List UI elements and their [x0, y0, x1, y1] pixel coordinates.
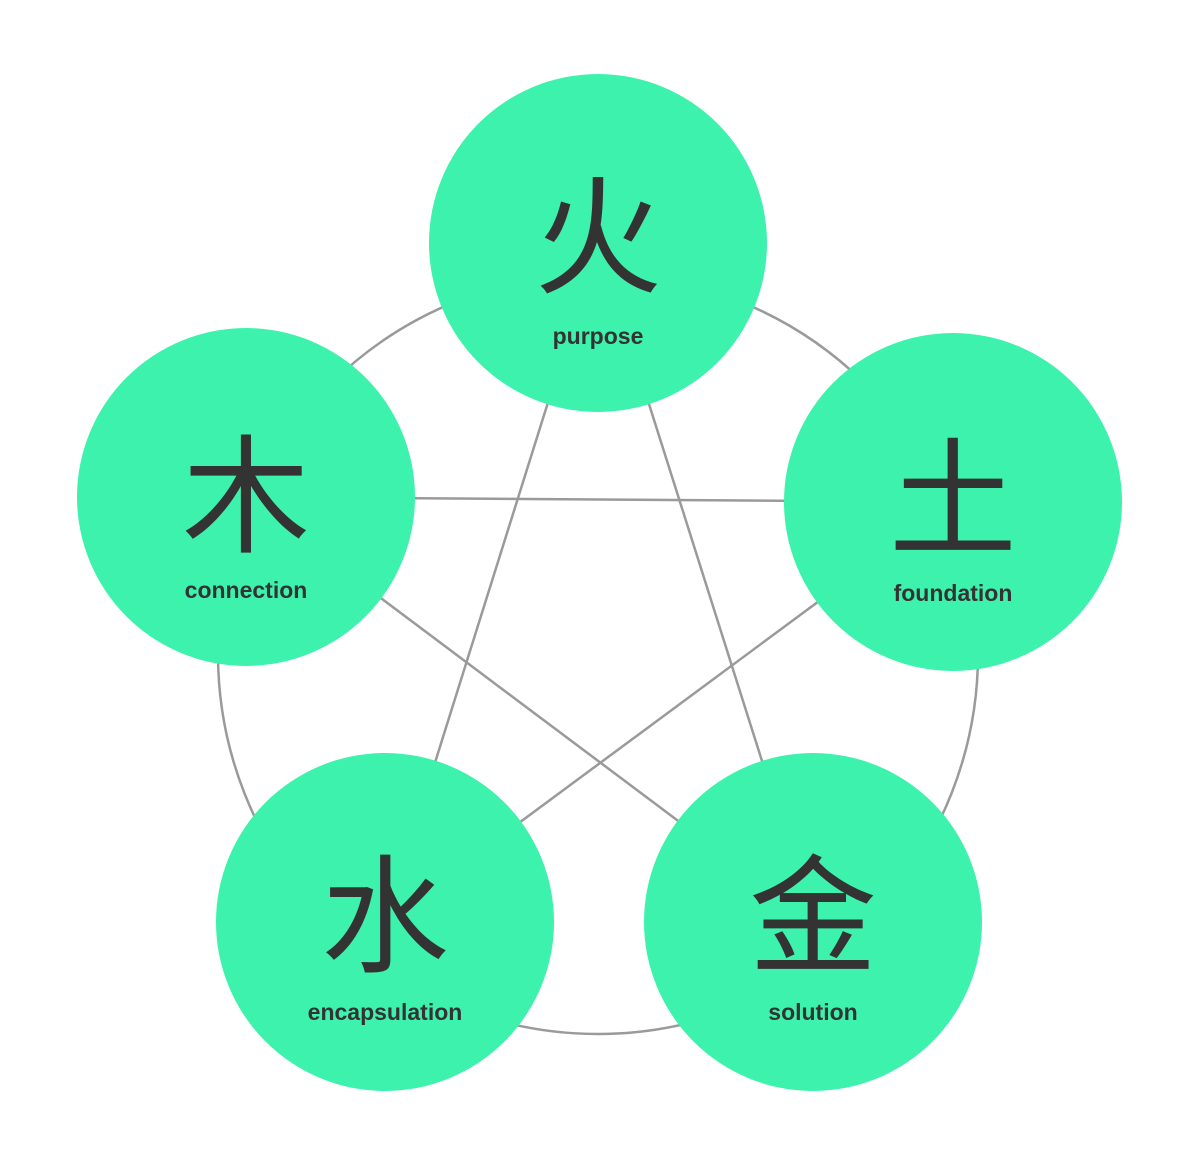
node-earth-circle — [784, 333, 1122, 671]
node-metal-circle — [644, 753, 982, 1091]
node-earth-glyph: 土 — [889, 427, 1017, 576]
node-wood-label: connection — [185, 577, 308, 603]
node-earth-label: foundation — [894, 580, 1013, 606]
node-wood[interactable]: 木 connection — [77, 328, 415, 666]
node-earth[interactable]: 土 foundation — [784, 333, 1122, 671]
node-metal-glyph: 金 — [749, 844, 877, 993]
node-metal-label: solution — [768, 999, 857, 1025]
node-wood-circle — [77, 328, 415, 666]
node-fire-circle — [429, 74, 767, 412]
node-water-glyph: 水 — [321, 844, 449, 993]
node-fire[interactable]: 火 purpose — [429, 74, 767, 412]
node-fire-label: purpose — [553, 323, 644, 349]
node-wood-glyph: 木 — [182, 424, 310, 573]
node-water-label: encapsulation — [308, 999, 463, 1025]
node-water[interactable]: 水 encapsulation — [216, 753, 554, 1091]
node-water-circle — [216, 753, 554, 1091]
node-fire-glyph: 火 — [534, 165, 662, 314]
node-metal[interactable]: 金 solution — [644, 753, 982, 1091]
